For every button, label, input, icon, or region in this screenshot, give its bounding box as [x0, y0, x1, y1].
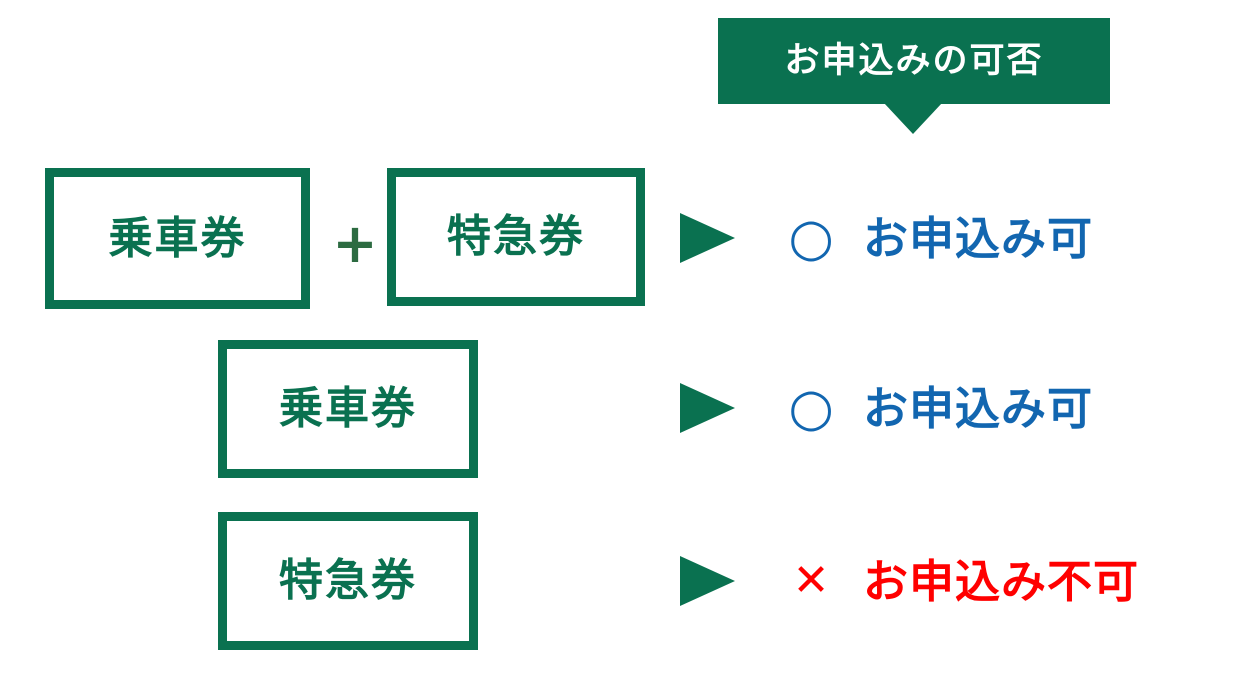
verdict-label: お申込み可	[863, 381, 1094, 435]
ticket-box-row3-first: 特急券	[218, 512, 478, 650]
ticket-box-row1-first: 乗車券	[45, 168, 310, 309]
cross-ng-icon: ✕	[792, 555, 830, 606]
ticket-label: 特急券	[447, 211, 585, 262]
arrow-right-triangle-icon	[680, 383, 735, 433]
circle-ok-icon: ○	[788, 378, 834, 438]
arrow-right-triangle-icon	[680, 556, 735, 606]
callout-banner-label: お申込みの可否	[784, 40, 1044, 81]
result-row-1: ○ お申込み可	[680, 208, 1093, 268]
plus-operator-icon: +	[332, 212, 378, 275]
ticket-label: 乗車券	[108, 212, 247, 264]
ticket-label: 特急券	[279, 555, 417, 606]
ticket-label: 乗車券	[279, 383, 417, 434]
callout-banner: お申込みの可否	[718, 18, 1110, 104]
arrow-right-triangle-icon	[680, 213, 735, 263]
ticket-box-row1-second: 特急券	[387, 168, 645, 306]
callout-tail-down-icon	[884, 103, 942, 134]
circle-ok-icon: ○	[788, 208, 834, 268]
verdict-label: お申込み可	[863, 211, 1094, 265]
result-row-2: ○ お申込み可	[680, 378, 1093, 438]
ticket-box-row2-first: 乗車券	[218, 340, 478, 478]
verdict-label: お申込み不可	[863, 554, 1140, 608]
result-row-3: ✕ お申込み不可	[680, 551, 1139, 611]
